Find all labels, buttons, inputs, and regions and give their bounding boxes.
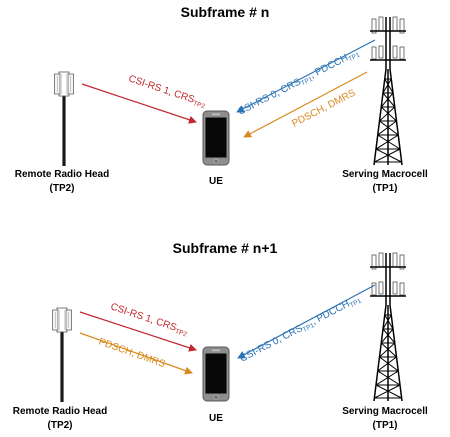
subframe-n1: Subframe # n+1 Remote Radio Head (TP2) U…: [13, 240, 428, 431]
signal-orange-label: PDSCH, DMRS: [97, 336, 167, 370]
subframe-n: Subframe # n Remote Radio Head (TP2) UE …: [15, 4, 428, 194]
ue-label: UE: [209, 413, 223, 424]
rrh-label-tp: (TP2): [50, 183, 75, 194]
remote-radio-head-icon: [52, 307, 72, 403]
arrow-orange: [243, 71, 368, 138]
arrow-red: [79, 311, 197, 352]
signal-blue-label: CSI-RS 0, CRSTP1, PDCCHTP1: [238, 293, 363, 366]
ue-phone-icon: [202, 346, 230, 402]
subframe-n-title: Subframe # n: [181, 4, 270, 20]
ue-label: UE: [209, 176, 223, 187]
ue-phone-icon: [202, 110, 230, 166]
macro-label-tp: (TP1): [373, 420, 398, 431]
macrocell-tower-icon: [369, 16, 407, 166]
arrow-blue: [237, 284, 376, 359]
signal-red-label: CSI-RS 1, CRSTP2: [127, 73, 208, 110]
signal-red-label: CSI-RS 1, CRSTP2: [109, 301, 190, 338]
macrocell-tower-icon: [369, 252, 407, 402]
rrh-label: Remote Radio Head: [15, 169, 109, 180]
rrh-label: Remote Radio Head: [13, 406, 107, 417]
signal-orange-label: PDSCH, DMRS: [290, 87, 357, 129]
arrow-red: [81, 83, 197, 124]
macro-label: Serving Macrocell: [342, 169, 428, 180]
arrow-blue: [236, 39, 376, 113]
rrh-label-tp: (TP2): [48, 420, 73, 431]
macro-label: Serving Macrocell: [342, 406, 428, 417]
arrow-orange: [79, 332, 193, 375]
subframe-n1-title: Subframe # n+1: [173, 240, 278, 256]
macro-label-tp: (TP1): [373, 183, 398, 194]
remote-radio-head-icon: [54, 71, 74, 167]
